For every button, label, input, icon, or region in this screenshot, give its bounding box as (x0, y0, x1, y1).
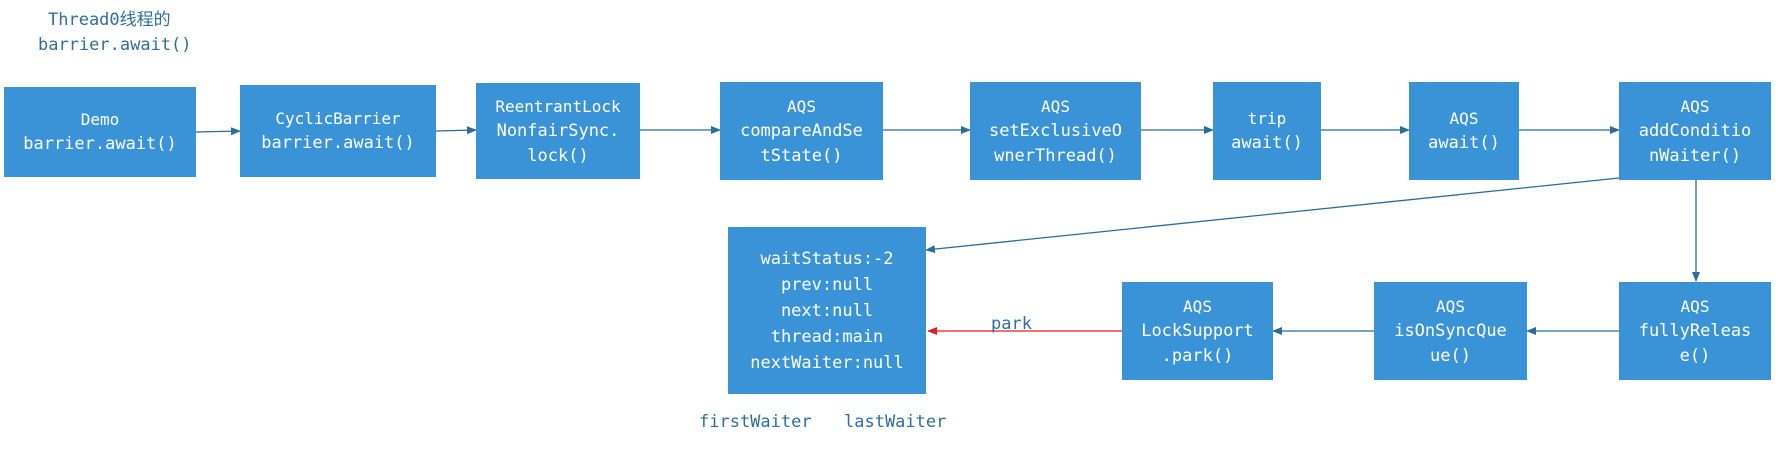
node-onsync-title: AQS (1436, 296, 1465, 316)
waiter-node: waitStatus:-2 prev:null next:null thread… (728, 227, 926, 394)
node-trip-title: trip (1247, 109, 1287, 128)
node-reentrant-line2: lock() (527, 145, 589, 166)
node-cyclic-title: CyclicBarrier (275, 109, 401, 128)
node-onsync: AQS isOnSyncQue ue() (1374, 282, 1527, 380)
node-aqsawait-title: AQS (1449, 109, 1479, 128)
node-reentrant-title: ReentrantLock (495, 96, 621, 116)
node-demo: Demo barrier.await() (4, 87, 196, 177)
node-park-title: AQS (1183, 296, 1212, 316)
waiter-node-thread: thread:main (770, 326, 884, 347)
node-addwaiter: AQS addConditio nWaiter() (1619, 82, 1771, 180)
node-cyclic-line1: barrier.await() (261, 133, 415, 153)
last-waiter-label: lastWaiter (844, 412, 947, 432)
thread-caption-line1: Thread0线程的 (48, 10, 171, 30)
node-cas: AQS compareAndSe tState() (720, 82, 883, 180)
node-trip-line1: await() (1231, 133, 1303, 153)
node-addwaiter-line2: nWaiter() (1648, 145, 1742, 166)
node-setowner-title: AQS (1041, 96, 1070, 116)
node-cyclic: CyclicBarrier barrier.await() (240, 85, 436, 177)
node-cas-title: AQS (787, 96, 816, 116)
node-setowner-line2: wnerThread() (994, 145, 1117, 166)
node-fullyrelease-line2: e() (1679, 345, 1711, 366)
edge-demo-to-cyclic (195, 127, 241, 136)
node-demo-line1: barrier.await() (23, 134, 177, 154)
node-park-line2: .park() (1161, 345, 1234, 366)
node-reentrant: ReentrantLock NonfairSync. lock() (476, 83, 640, 179)
waiter-node-nextwaiter: nextWaiter:null (750, 352, 904, 373)
node-fullyrelease-line1: fullyReleas (1638, 320, 1752, 341)
node-setowner: AQS setExclusiveO wnerThread() (970, 82, 1141, 180)
node-addwaiter-line1: addConditio (1638, 120, 1752, 141)
first-waiter-label: firstWaiter (699, 412, 812, 432)
node-trip: trip await() (1213, 82, 1321, 180)
node-onsync-line2: ue() (1430, 345, 1471, 366)
edge-cyclic-to-reentrant (435, 126, 477, 135)
node-cas-line2: tState() (760, 145, 843, 166)
node-aqsawait: AQS await() (1409, 82, 1519, 180)
waiter-node-prev: prev:null (780, 274, 874, 295)
node-park-line1: LockSupport (1141, 320, 1254, 341)
waiter-node-next: next:null (780, 300, 874, 321)
park-edge-label: park (991, 314, 1032, 334)
waiter-node-waitstatus: waitStatus:-2 (760, 248, 894, 269)
thread-caption: Thread0线程的 barrier.await() (38, 8, 192, 58)
node-demo-title: Demo (80, 110, 120, 129)
edge-addwaiter-to-node (925, 177, 1620, 254)
node-fullyrelease-title: AQS (1680, 296, 1710, 316)
node-park: AQS LockSupport .park() (1122, 282, 1273, 380)
thread-caption-line2: barrier.await() (38, 35, 192, 55)
node-cas-line1: compareAndSe (740, 120, 863, 141)
node-fullyrelease: AQS fullyReleas e() (1619, 282, 1771, 380)
node-reentrant-line1: NonfairSync. (496, 120, 620, 141)
node-addwaiter-title: AQS (1680, 96, 1710, 116)
node-aqsawait-line1: await() (1428, 133, 1500, 153)
node-setowner-line1: setExclusiveO (988, 120, 1123, 141)
node-onsync-line1: isOnSyncQue (1394, 320, 1507, 341)
